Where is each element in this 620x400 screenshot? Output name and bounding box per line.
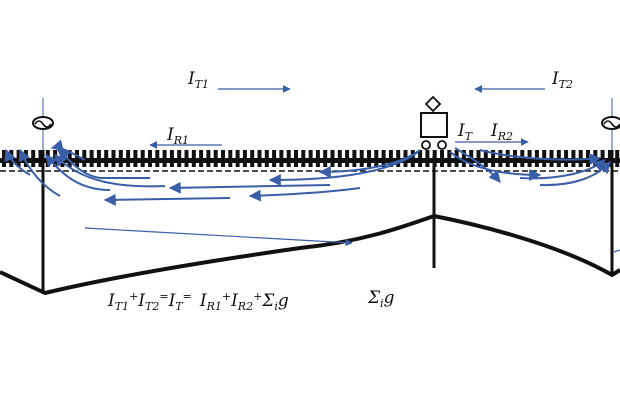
- rail-sleeper: [454, 150, 459, 167]
- rail-sleeper: [337, 150, 342, 167]
- rail-sleeper: [75, 150, 79, 167]
- substation-left-icon: [32, 116, 54, 130]
- rail-sleeper: [126, 150, 131, 167]
- rail-sleeper: [381, 150, 386, 167]
- rail-sleeper: [410, 150, 415, 167]
- leakage-sum-label: Σig: [367, 288, 395, 310]
- pantograph-icon: [424, 95, 442, 113]
- rail-sleeper: [38, 150, 43, 167]
- rail-sleeper: [520, 150, 525, 167]
- rail-sleeper: [89, 150, 94, 167]
- rail-sleeper: [191, 150, 196, 167]
- rail-sleeper: [359, 150, 364, 167]
- rail-sleeper: [447, 150, 452, 167]
- rail-sleeper: [505, 150, 510, 167]
- rail-sleeper: [213, 150, 218, 167]
- rail-sleeper: [571, 150, 576, 167]
- substation-right-icon: [601, 116, 620, 130]
- rail-sleeper: [440, 150, 444, 167]
- rail-sleeper: [279, 150, 284, 167]
- rail-track: [0, 150, 620, 172]
- rail-sleeper: [177, 150, 182, 167]
- rail-sleeper: [556, 150, 561, 167]
- rail-sleeper: [308, 150, 313, 167]
- rail-sleeper: [118, 150, 123, 167]
- ground-current-right: [449, 147, 611, 187]
- rail-sleeper: [133, 150, 138, 167]
- rail-sleeper: [111, 150, 116, 167]
- rail-potential-curve: [0, 214, 620, 295]
- pointer-line: [84, 227, 353, 247]
- rail-sleeper: [96, 150, 101, 167]
- rail-sleeper: [352, 150, 357, 167]
- rail-sleeper: [396, 150, 401, 167]
- rail-sleeper: [498, 150, 503, 167]
- rail-sleeper: [564, 150, 569, 167]
- rail-sleeper: [345, 150, 350, 167]
- rail-sleeper: [148, 150, 152, 167]
- current-balance-equation: IT1+IT2=IT=IR1+IR2+Σig: [107, 290, 289, 313]
- rail-sleeper: [374, 150, 379, 167]
- rail-sleeper: [104, 150, 109, 167]
- rail-sleeper: [155, 150, 160, 167]
- rail-sleeper: [169, 150, 174, 167]
- rail-sleeper: [425, 150, 430, 167]
- rail-sleeper: [301, 150, 306, 167]
- rail-sleeper: [476, 150, 481, 167]
- rail-sleeper: [483, 150, 488, 167]
- rail-sleeper: [513, 150, 517, 167]
- rail-sleeper: [615, 150, 620, 167]
- rail-sleeper: [184, 150, 189, 167]
- rail-sleeper: [294, 150, 298, 167]
- rail-sleeper: [607, 150, 612, 167]
- rail-sleeper: [315, 150, 320, 167]
- label-ir2: IR2: [490, 121, 513, 143]
- rail-sleeper: [461, 150, 466, 167]
- rail-sleeper: [221, 150, 225, 167]
- rail-sleeper: [418, 150, 423, 167]
- rail-sleeper: [330, 150, 335, 167]
- label-it1: IT1: [187, 69, 209, 91]
- rail-sleeper: [257, 150, 262, 167]
- rail-sleeper: [250, 150, 255, 167]
- right-edge-arrow: [613, 249, 620, 253]
- label-it2: IT2: [551, 69, 573, 91]
- rail-sleeper: [491, 150, 496, 167]
- rail-sleeper: [264, 150, 269, 167]
- rail-sleeper: [16, 150, 21, 167]
- rail-sleeper: [242, 150, 247, 167]
- rail-sleeper: [228, 150, 233, 167]
- label-ir1: IR1: [166, 125, 189, 147]
- rail-sleeper: [286, 150, 291, 167]
- rail-sleeper: [235, 150, 240, 167]
- rail-sleeper: [272, 150, 277, 167]
- rail-sleeper: [31, 150, 36, 167]
- rail-sleeper: [140, 150, 145, 167]
- rail-sleeper: [600, 150, 605, 167]
- train-icon: [420, 112, 448, 150]
- rail-sleeper: [162, 150, 167, 167]
- ground-current-left: [4, 139, 421, 206]
- rail-sleeper: [206, 150, 211, 167]
- rail-sleeper: [323, 150, 328, 167]
- rail-sleeper: [388, 150, 393, 167]
- rail-sleeper: [199, 150, 204, 167]
- rail-sleeper: [367, 150, 371, 167]
- rail-sleeper: [2, 150, 6, 167]
- label-it: IT: [457, 121, 474, 143]
